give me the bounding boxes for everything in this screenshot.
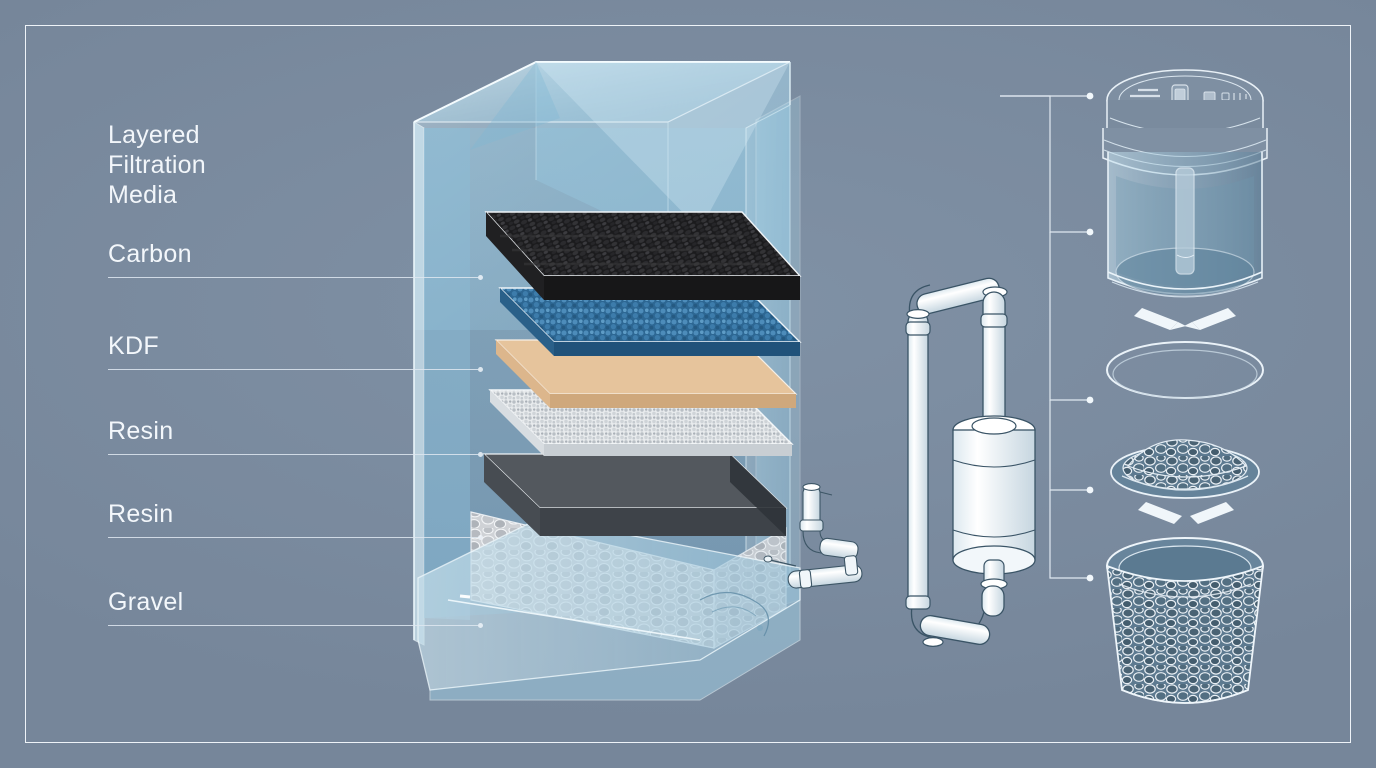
tank-outlet-plumbing [763,483,863,589]
leader-line-resin-2 [108,534,483,540]
pipe-loop-assembly [905,277,1036,647]
media-label-resin-2: Resin [108,500,174,528]
connector-endpoint-dots [1086,92,1094,582]
media-label-gravel: Gravel [108,588,184,616]
assembly-arrow-dish [1138,502,1234,524]
assembly-arrow-canister [1134,308,1236,330]
leader-line-resin-1 [108,451,483,457]
carbon-layer [484,211,802,300]
media-label-carbon: Carbon [108,240,192,268]
exploded-connector-lines [1000,95,1090,579]
filter-canister [1102,69,1268,298]
media-label-kdf: KDF [108,332,159,360]
kdf-layer [498,287,802,356]
leader-line-gravel [108,622,483,628]
gasket-ring [1106,341,1264,399]
gravel-bucket [1105,537,1265,704]
cartridge-housing [952,415,1036,575]
sediment-slab-layer [482,453,788,536]
leader-line-carbon [108,274,483,280]
media-label-resin-1: Resin [108,417,174,445]
tank-base-platform [417,517,801,701]
media-dish [1110,439,1260,499]
page-title: Layered Filtration Media [108,121,206,209]
leader-line-kdf [108,366,483,372]
